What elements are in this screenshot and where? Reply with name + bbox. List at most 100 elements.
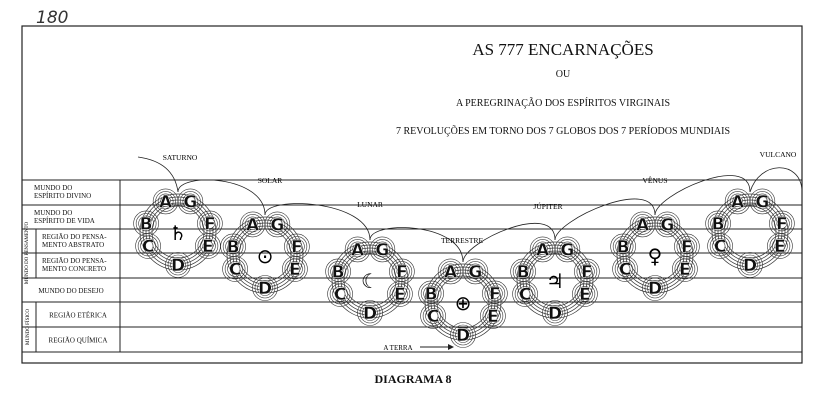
globe-rings <box>396 266 408 277</box>
globe-rings <box>172 259 184 271</box>
path-arc <box>177 179 266 216</box>
globe-g: G <box>183 192 197 212</box>
globe-rings <box>679 263 691 275</box>
globe-rings <box>512 281 538 307</box>
globe-rings <box>615 238 631 255</box>
orbit-ring <box>343 253 397 307</box>
globe-rings <box>269 216 286 233</box>
orbit-ring <box>238 228 292 282</box>
orbit-ring <box>723 205 777 259</box>
globe-rings <box>642 275 668 301</box>
globe-rings <box>554 236 581 263</box>
globe-a: A <box>731 192 745 212</box>
globe-rings <box>259 282 271 294</box>
globe-g: G <box>270 215 284 235</box>
subtitle-2: 7 REVOLUÇÕES EM TORNO DOS 7 GLOBOS DOS 7… <box>395 126 731 137</box>
globe-rings <box>138 215 154 232</box>
globe-rings <box>452 324 474 346</box>
globe-rings <box>389 258 415 285</box>
globe-rings <box>619 263 631 275</box>
globe-rings <box>374 241 391 258</box>
globe-rings <box>170 257 186 273</box>
globe-c: C <box>142 237 154 257</box>
globe-rings <box>744 259 756 271</box>
period-label: SATURNO <box>163 153 198 162</box>
globe-rings <box>742 257 758 273</box>
globe-rings <box>287 261 303 277</box>
globe-rings <box>612 256 638 282</box>
globe-b: B <box>617 237 630 257</box>
globe-rings <box>557 239 578 260</box>
globe-rings <box>272 219 283 230</box>
globe-rings <box>197 210 223 237</box>
globe-a: A <box>636 215 650 235</box>
globe-rings <box>485 308 501 324</box>
globe-a: A <box>159 192 173 212</box>
globe-rings <box>617 241 629 252</box>
globe-rings <box>634 216 651 233</box>
globe-rings <box>487 285 503 302</box>
globe-f: F <box>396 262 408 282</box>
globe-rings <box>329 283 351 305</box>
globe-rings <box>577 286 593 302</box>
globe-c: C <box>229 260 241 280</box>
globe-rings <box>224 258 246 280</box>
globe-rings <box>674 233 700 260</box>
globe-g: G <box>468 262 482 282</box>
globe-rings <box>425 308 441 324</box>
frame <box>21 25 803 364</box>
globe-rings <box>284 233 310 260</box>
globe-rings <box>562 244 573 255</box>
globe-a: A <box>536 240 550 260</box>
globe-rings <box>352 244 363 255</box>
globe-rings <box>489 288 501 299</box>
globe-rings <box>202 215 218 232</box>
globe-rings <box>649 282 661 294</box>
globe-f: F <box>204 214 216 234</box>
row-label-line1: REGIÃO DO PENSA- <box>42 233 107 241</box>
globe-rings <box>364 307 376 319</box>
planet-symbol: ⊕ <box>455 291 472 315</box>
globe-rings <box>772 238 788 254</box>
globe-rings <box>676 236 698 257</box>
globe-rings <box>140 218 152 229</box>
subtitle: A PEREGRINAÇÃO DOS ESPÍRITOS VIRGINAIS <box>455 98 671 109</box>
globe-rings <box>681 241 693 252</box>
globe-rings <box>392 286 408 302</box>
period-label: LUNAR <box>357 200 383 209</box>
page-number: 180 <box>36 8 69 28</box>
globe-rings <box>445 266 456 277</box>
globe-rings <box>647 280 663 296</box>
globe-rings <box>739 254 761 276</box>
globe-f: F <box>681 237 693 257</box>
period-label: SOLAR <box>258 176 283 185</box>
globe-rings <box>227 241 239 252</box>
globe-c: C <box>519 285 531 305</box>
globe-rings <box>425 288 437 299</box>
globe-rings <box>247 219 258 230</box>
globe-rings <box>372 239 393 260</box>
arrow-head-icon <box>448 344 454 350</box>
globe-b: B <box>332 262 345 282</box>
globe-rings <box>155 191 176 212</box>
globe-rings <box>614 258 636 280</box>
globe-rings <box>267 214 288 235</box>
row-label-line1: MUNDO DO <box>34 184 72 192</box>
orbit-ring <box>628 228 682 282</box>
globe-rings <box>467 263 484 280</box>
globe-rings <box>204 218 216 229</box>
planet-symbol: ♀ <box>648 244 663 268</box>
globe-rings <box>242 214 263 235</box>
globe-d: D <box>258 279 272 299</box>
globe-rings <box>749 188 776 215</box>
globe-rings <box>422 305 444 327</box>
globe-rings <box>457 329 469 341</box>
globe-rings <box>137 235 159 257</box>
globe-rings <box>737 252 763 278</box>
globe-e: E <box>394 285 406 305</box>
globe-rings <box>654 211 681 238</box>
